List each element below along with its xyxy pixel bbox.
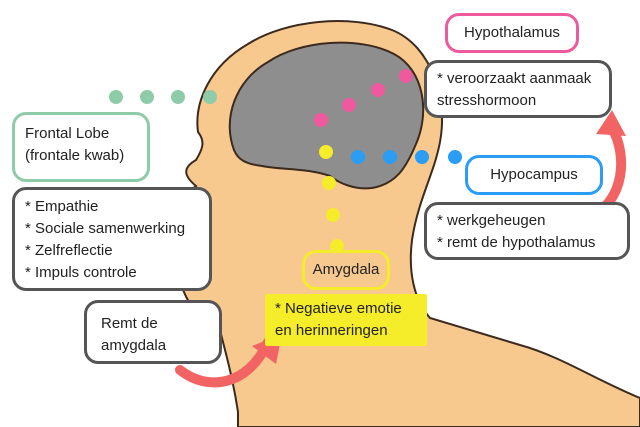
hippocampus-dot [448, 150, 462, 164]
amygdala-title-box: Amygdala [302, 250, 390, 290]
amygdala-dot [330, 239, 344, 253]
frontal-item: * Sociale samenwerking [25, 220, 186, 237]
frontal-lobe-functions-box: * Empathie * Sociale samenwerking * Zelf… [12, 187, 212, 291]
frontal-item: * Empathie [25, 198, 99, 215]
arrow-to-amygdala [175, 337, 273, 388]
frontal-lobe-title: Frontal Lobe [25, 125, 110, 142]
frontal-dot [171, 90, 185, 104]
frontal-lobe-title-box: Frontal Lobe (frontale kwab) [12, 112, 150, 182]
inhibit-amygdala-box: Remt de amygdala [84, 300, 222, 364]
hippocampus-dots [351, 150, 462, 164]
hippocampus-functions-box: * werkgeheugen * remt de hypothalamus [424, 202, 630, 260]
hypothalamus-title: Hypothalamus [464, 24, 560, 41]
hypothalamus-item: stresshormoon [437, 92, 537, 109]
frontal-dot [140, 90, 154, 104]
amygdala-item: * Negatieve emotie [275, 300, 402, 317]
frontal-lobe-subtitle: (frontale kwab) [25, 147, 125, 164]
hippocampus-dot [351, 150, 365, 164]
frontal-item: * Zelfreflectie [25, 242, 113, 259]
hypothalamus-title-box: Hypothalamus [445, 13, 579, 53]
frontal-dot [203, 90, 217, 104]
hypothalamus-dot [342, 98, 356, 112]
amygdala-dot [326, 208, 340, 222]
amygdala-title: Amygdala [312, 261, 380, 278]
hippocampus-title: Hypocampus [490, 166, 578, 183]
hippocampus-dot [383, 150, 397, 164]
amygdala-item: en herinneringen [275, 322, 388, 339]
amygdala-dot [322, 176, 336, 190]
amygdala-functions-box: * Negatieve emotie en herinneringen [265, 294, 427, 346]
frontal-dots [109, 90, 217, 104]
amygdala-dot [319, 145, 333, 159]
hypothalamus-dot [371, 83, 385, 97]
frontal-item: * Impuls controle [25, 264, 137, 281]
hippocampus-item: * werkgeheugen [437, 212, 546, 229]
inhibit-line: Remt de [101, 315, 158, 332]
hippocampus-dot [415, 150, 429, 164]
hypothalamus-dot [314, 113, 328, 127]
hypothalamus-functions-box: * veroorzaakt aanmaak stresshormoon [424, 60, 612, 118]
hippocampus-item: * remt de hypothalamus [437, 234, 596, 251]
hypothalamus-dots [314, 69, 413, 127]
hypothalamus-item: * veroorzaakt aanmaak [437, 70, 592, 87]
frontal-dot [109, 90, 123, 104]
amygdala-dots [319, 145, 344, 253]
brain-shape [228, 41, 425, 190]
hippocampus-title-box: Hypocampus [465, 155, 603, 195]
hypothalamus-dot [399, 69, 413, 83]
arrow-to-hypothalamus-head [596, 110, 626, 136]
inhibit-line: amygdala [101, 337, 167, 354]
